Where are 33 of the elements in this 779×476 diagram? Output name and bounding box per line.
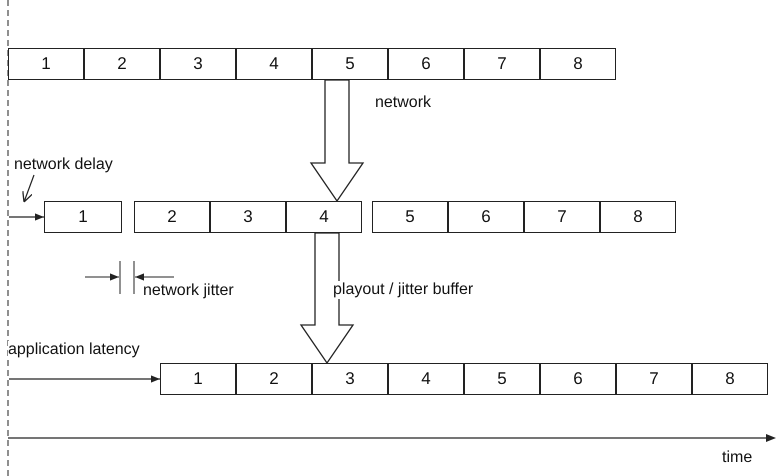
packet-box: 1 (160, 363, 236, 395)
packet-box: 7 (616, 363, 692, 395)
packet-box: 4 (286, 201, 362, 233)
packet-box: 4 (236, 48, 312, 80)
annotation-text: network jitter (143, 282, 234, 300)
packet-box: 8 (600, 201, 676, 233)
block-arrow (310, 79, 364, 202)
arrow (9, 375, 160, 383)
block-arrow (300, 232, 354, 364)
packet-box: 3 (210, 201, 286, 233)
packet-box: 8 (540, 48, 616, 80)
packet-box: 6 (540, 363, 616, 395)
packet-box: 8 (692, 363, 768, 395)
packet-box: 5 (312, 48, 388, 80)
packet-box: 5 (464, 363, 540, 395)
packet-box: 1 (44, 201, 122, 233)
edge-label: playout / jitter buffer (333, 281, 474, 299)
annotation-text: network delay (14, 156, 113, 174)
packet-box: 6 (388, 48, 464, 80)
arrow (9, 213, 44, 221)
packet-box: 2 (236, 363, 312, 395)
packet-box: 1 (8, 48, 84, 80)
packet-box: 7 (464, 48, 540, 80)
packet-box: 2 (84, 48, 160, 80)
packet-box: 3 (160, 48, 236, 80)
packet-box: 6 (448, 201, 524, 233)
leader-line (22, 174, 35, 203)
packet-box: 2 (134, 201, 210, 233)
packet-box: 5 (372, 201, 448, 233)
packet-box: 7 (524, 201, 600, 233)
annotation-text: application latency (8, 341, 140, 359)
packet-box: 3 (312, 363, 388, 395)
packet-box: 4 (388, 363, 464, 395)
